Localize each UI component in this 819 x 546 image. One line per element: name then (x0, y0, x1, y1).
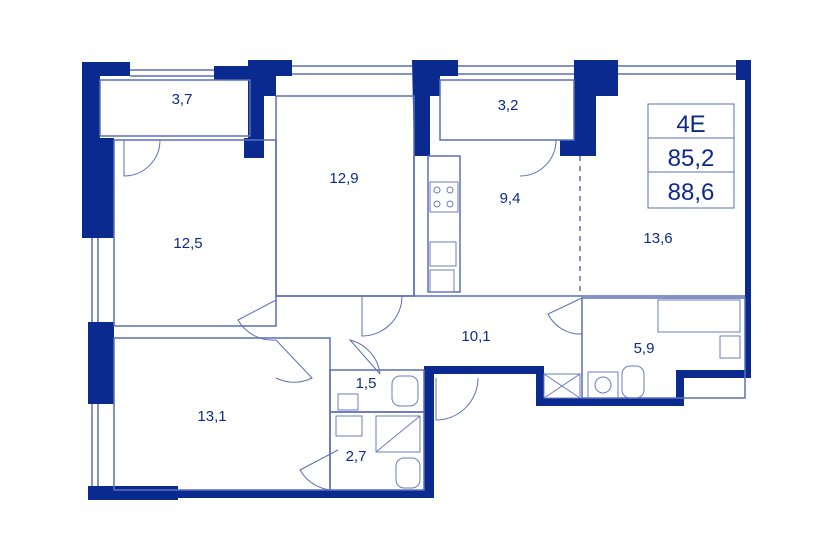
washing-drum-icon (594, 376, 612, 394)
door-bedroom-center (361, 295, 403, 337)
apartment-type: 4E (676, 111, 705, 138)
toilet-wc-icon (391, 375, 419, 407)
stove-burner-icon (446, 200, 454, 208)
room-labels: 3,7 12,9 3,2 9,4 13,6 12,5 10,1 5,9 1,5 … (172, 91, 673, 465)
fridge-icon (429, 269, 455, 293)
shower-sink-icon (335, 415, 363, 437)
door-bedroom-left (123, 139, 161, 177)
room-area-balcony-left: 3,7 (172, 91, 193, 108)
room-area-bedroom-left: 12,5 (173, 235, 202, 252)
door-shower (299, 449, 339, 491)
shower-wc-icon (395, 457, 421, 489)
info-box-frame (647, 103, 735, 209)
shower-tray-diagonal (375, 415, 421, 453)
wall-top-pillar-center (244, 60, 292, 158)
stove-burner-icon (433, 200, 441, 208)
total-area-value: 88,6 (668, 179, 715, 206)
toilet-sink-icon (337, 393, 359, 411)
shower-room-outline (329, 411, 425, 491)
wall-mid-left (90, 322, 114, 342)
balcony-right-outline (439, 79, 575, 141)
room-area-bedroom-bottom: 13,1 (197, 408, 226, 425)
room-area-living-room: 13,6 (643, 230, 672, 247)
room-area-kitchen: 9,4 (500, 190, 521, 207)
door-hall-left (237, 299, 277, 341)
doors (123, 139, 583, 491)
stove-burner-icon (433, 186, 441, 194)
wall-right-step (681, 370, 751, 378)
fixtures (335, 181, 741, 489)
wall-top-segment (214, 66, 254, 80)
shower-tray-icon (375, 415, 421, 453)
laundry-box-icon (543, 373, 581, 399)
kitchen-counter (427, 155, 461, 293)
stove-burner-icon (446, 186, 454, 194)
door-bathroom (547, 297, 583, 335)
room-area-shower-room: 2,7 (346, 448, 367, 465)
bathtub-icon (657, 299, 741, 333)
door-toilet (348, 339, 381, 375)
living-area-value: 85,2 (668, 145, 715, 172)
room-area-bathroom: 5,9 (634, 340, 655, 357)
washing-machine-icon (587, 371, 619, 399)
laundry-box-cross (543, 373, 581, 399)
interior-walls (91, 65, 746, 491)
wall-bath-bottom (536, 398, 682, 406)
wall-corridor-top (424, 366, 544, 374)
wall-left-bottom (88, 486, 178, 500)
wall-top-left-corner (82, 62, 130, 140)
balcony-left-outline (99, 79, 251, 137)
stove-icon (429, 181, 459, 213)
room-area-bedroom-center: 12,9 (329, 170, 358, 187)
wall-right-outer (745, 60, 751, 378)
bedroom-left-outline (113, 139, 277, 327)
toilet-bath-icon (621, 365, 645, 399)
door-balcony-right (519, 139, 557, 177)
door-entrance (435, 377, 479, 421)
exterior-walls (82, 60, 751, 500)
room-area-balcony-right: 3,2 (498, 97, 519, 114)
wall-left-upper (82, 138, 114, 238)
wall-right-step-vert (676, 370, 684, 406)
room-area-hallway: 10,1 (461, 328, 490, 345)
bedroom-center-outline (275, 95, 415, 297)
wall-bath-left (536, 366, 544, 406)
wall-corridor-left (424, 366, 434, 498)
kitchen-sink-icon (429, 241, 457, 267)
apartment-info-box: 4E 85,2 88,6 (647, 103, 735, 209)
room-area-toilet: 1,5 (356, 375, 377, 392)
wall-top-pillar-right (412, 60, 458, 156)
door-bedroom-bottom (275, 339, 313, 383)
bathroom-sink-icon (719, 335, 741, 359)
wall-bottom-long (178, 490, 430, 498)
bathroom-outline (581, 297, 746, 399)
